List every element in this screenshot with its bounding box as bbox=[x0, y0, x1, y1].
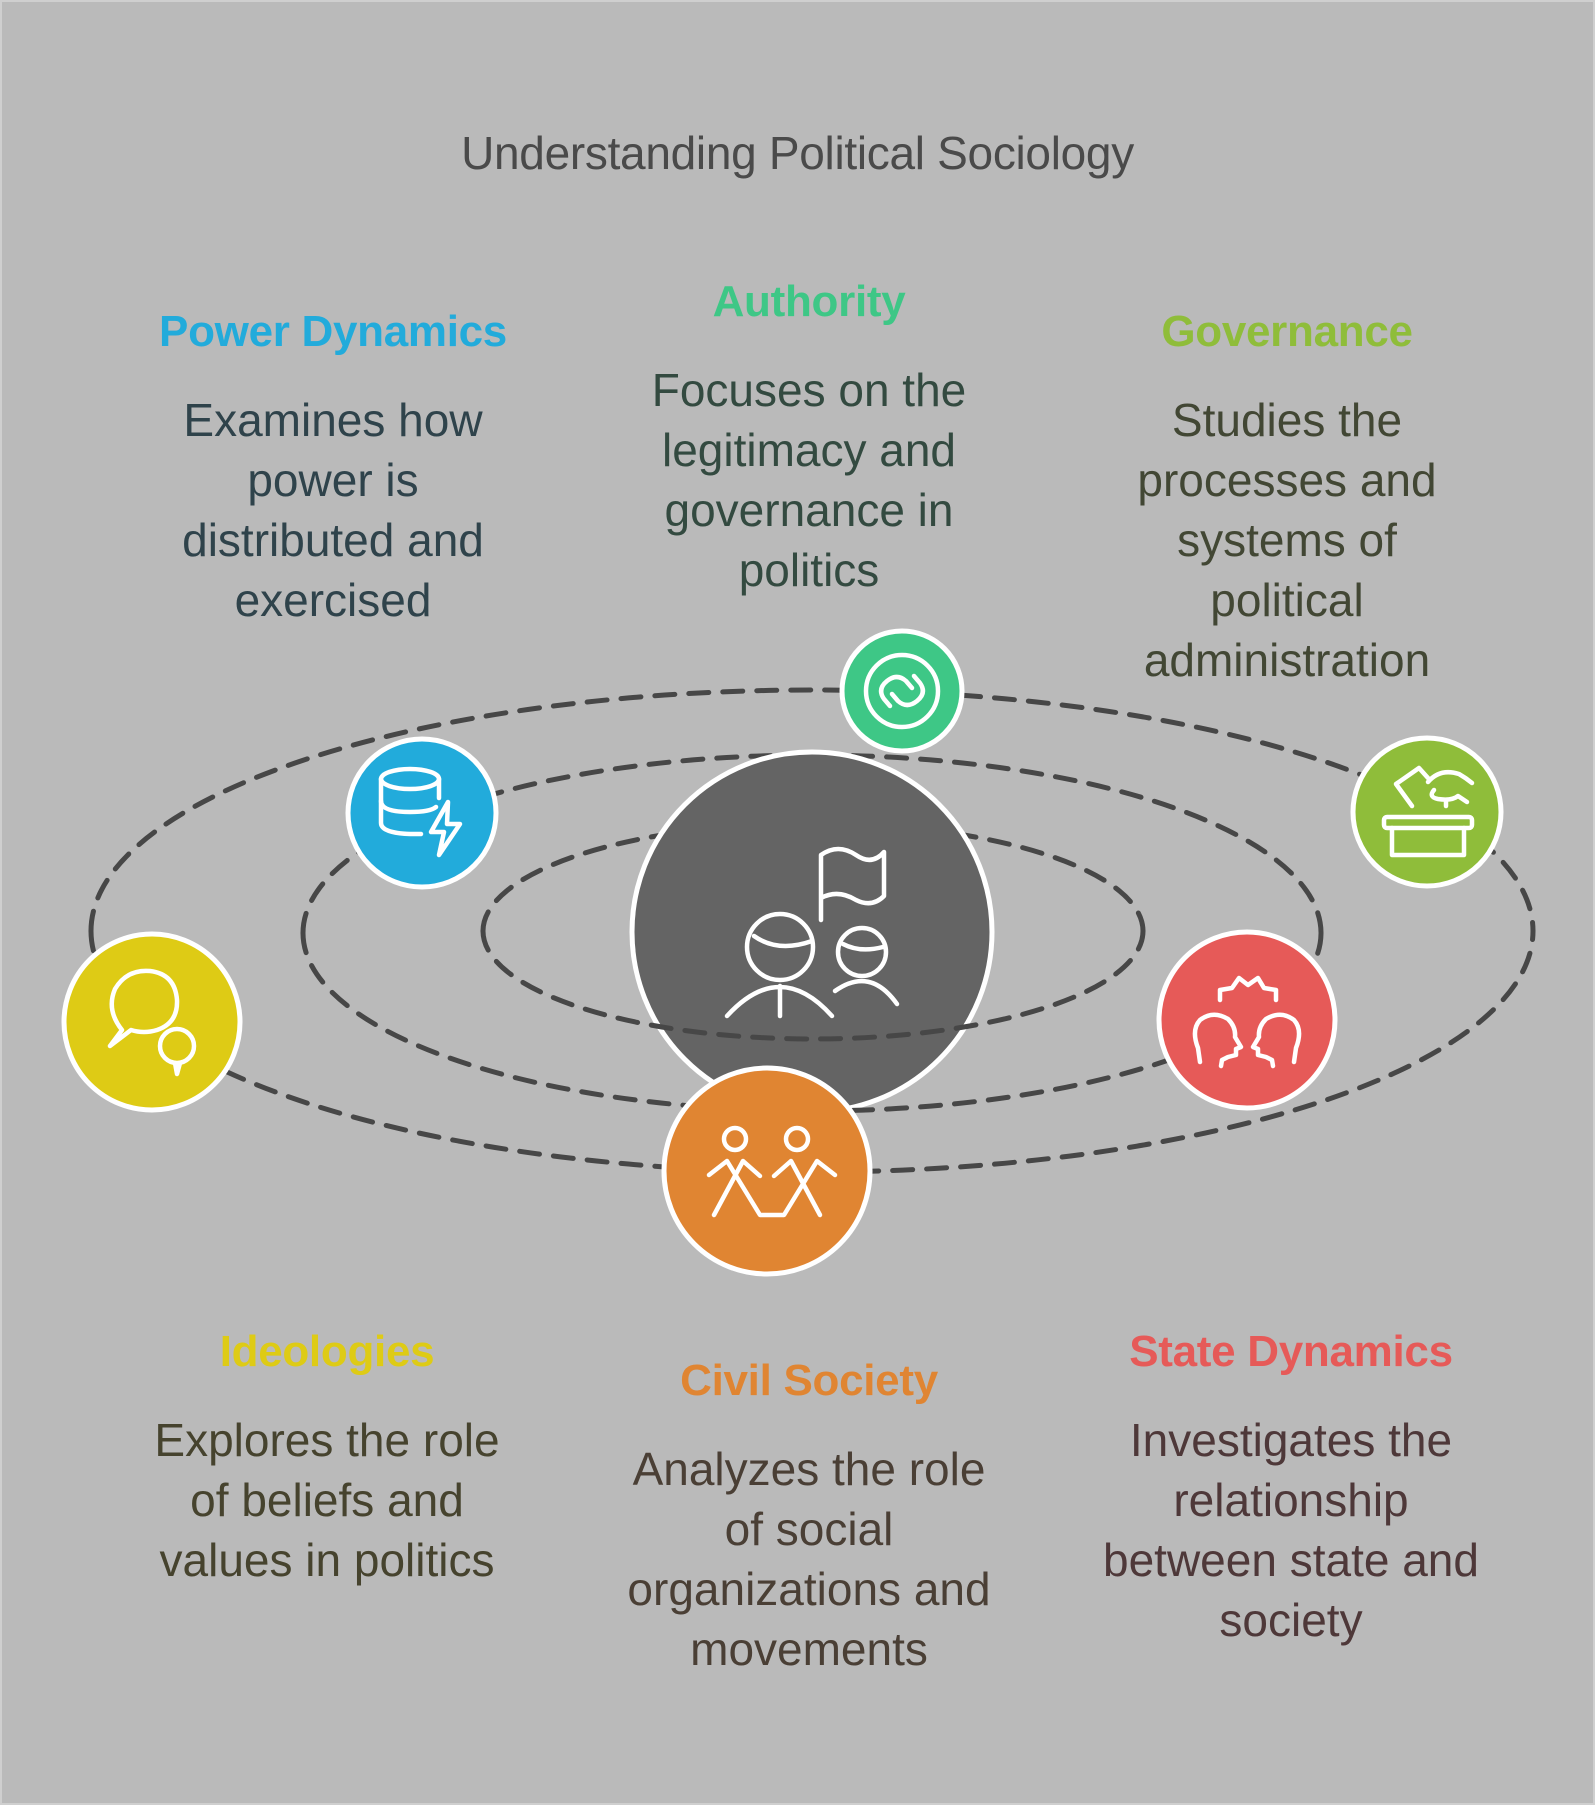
description-ideologies: Explores the role of beliefs and values … bbox=[97, 1410, 557, 1590]
heading-power-dynamics: Power Dynamics bbox=[159, 307, 507, 356]
node-governance[interactable] bbox=[1350, 735, 1504, 889]
description-state-dynamics: Investigates the relationship between st… bbox=[1061, 1410, 1521, 1650]
description-governance: Studies the processes and systems of pol… bbox=[1057, 390, 1517, 690]
description-line: between state and bbox=[1103, 1534, 1479, 1586]
description-line: exercised bbox=[234, 574, 432, 626]
description-line: distributed and bbox=[182, 514, 484, 566]
description-line: movements bbox=[690, 1623, 928, 1675]
description-line: organizations and bbox=[627, 1563, 991, 1615]
description-line: processes and bbox=[1137, 454, 1437, 506]
description-line: Studies the bbox=[1171, 394, 1403, 446]
speech-bubbles-icon bbox=[107, 968, 197, 1077]
heading-civil-society: Civil Society bbox=[680, 1356, 938, 1405]
orbit-inner-back bbox=[480, 820, 1146, 934]
node-power-dynamics[interactable] bbox=[345, 736, 499, 890]
description-line: of beliefs and bbox=[190, 1474, 464, 1526]
text-block-authority: Authority Focuses on the legitimacy and … bbox=[579, 276, 1039, 600]
heading-authority: Authority bbox=[712, 277, 906, 326]
orbit-outer-back bbox=[88, 687, 1536, 934]
description-line: legitimacy and bbox=[661, 424, 957, 476]
conflict-heads-icon bbox=[1192, 975, 1302, 1069]
linked-circle-icon bbox=[863, 652, 941, 730]
description-line: Examines how bbox=[183, 394, 483, 446]
people-holding-hands-icon bbox=[706, 1125, 838, 1218]
description-line: governance in bbox=[664, 484, 954, 536]
description-line: Focuses on the bbox=[651, 364, 967, 416]
heading-state-dynamics: State Dynamics bbox=[1129, 1327, 1453, 1376]
node-civil-society[interactable] bbox=[661, 1065, 873, 1277]
orbit-inner-front bbox=[480, 928, 1146, 1042]
database-lightning-icon bbox=[378, 766, 463, 858]
text-block-state-dynamics: State Dynamics Investigates the relation… bbox=[1061, 1326, 1521, 1650]
description-civil-society: Analyzes the role of social organization… bbox=[579, 1439, 1039, 1679]
text-block-civil-society: Civil Society Analyzes the role of socia… bbox=[579, 1355, 1039, 1679]
description-line: political bbox=[1210, 574, 1364, 626]
description-line: power is bbox=[247, 454, 419, 506]
heading-governance: Governance bbox=[1161, 307, 1413, 356]
description-line: relationship bbox=[1173, 1474, 1409, 1526]
description-line: Investigates the bbox=[1129, 1414, 1453, 1466]
description-power-dynamics: Examines how power is distributed and ex… bbox=[103, 390, 563, 630]
page-title: Understanding Political Sociology bbox=[461, 127, 1134, 179]
description-line: society bbox=[1219, 1594, 1363, 1646]
description-line: administration bbox=[1143, 634, 1431, 686]
node-state-dynamics[interactable] bbox=[1156, 929, 1338, 1111]
text-block-governance: Governance Studies the processes and sys… bbox=[1057, 306, 1517, 690]
text-block-ideologies: Ideologies Explores the role of beliefs … bbox=[97, 1326, 557, 1590]
heading-ideologies: Ideologies bbox=[219, 1327, 435, 1376]
description-line: politics bbox=[738, 544, 880, 596]
central-hub bbox=[629, 749, 995, 1115]
node-ideologies[interactable] bbox=[61, 931, 243, 1113]
description-authority: Focuses on the legitimacy and governance… bbox=[579, 360, 1039, 600]
description-line: of social bbox=[724, 1503, 894, 1555]
people-with-flag-icon bbox=[724, 846, 900, 1019]
description-line: Explores the role bbox=[154, 1414, 500, 1466]
node-authority[interactable] bbox=[839, 628, 965, 754]
ballot-box-icon bbox=[1381, 765, 1475, 858]
description-line: values in politics bbox=[159, 1534, 495, 1586]
description-line: systems of bbox=[1177, 514, 1397, 566]
text-block-power-dynamics: Power Dynamics Examines how power is dis… bbox=[103, 306, 563, 630]
description-line: Analyzes the role bbox=[632, 1443, 986, 1495]
